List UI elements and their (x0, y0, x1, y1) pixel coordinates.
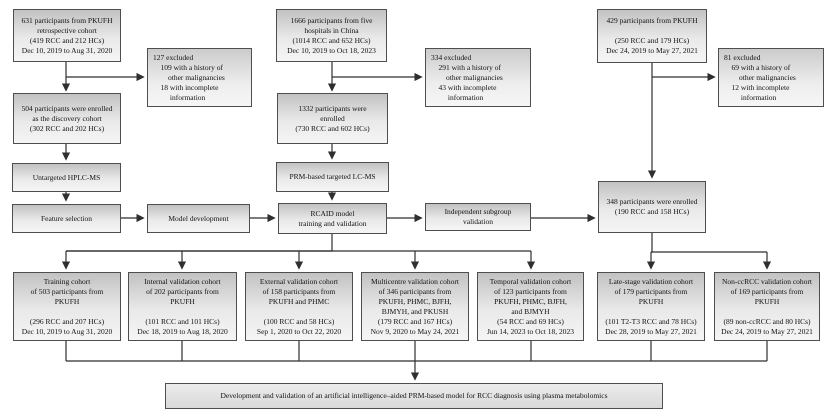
box-training-cohort: Training cohort of 503 participants from… (13, 272, 121, 341)
box-excluded-334: 334 excluded 291 with a history of other… (425, 48, 531, 107)
box-non-ccrcc-validation-cohort: Non-ccRCC validation cohort of 169 parti… (714, 272, 820, 341)
box-internal-validation-cohort: Internal validation cohort of 202 partic… (128, 272, 237, 341)
box-enrolled-504: 504 participants were enrolled as the di… (13, 93, 121, 144)
box-prm-targeted-lc-ms: PRM-based targeted LC-MS (276, 162, 389, 192)
box-enrolled-1332: 1332 participants were enrolled (730 RCC… (277, 93, 388, 144)
box-untargeted-hplc-ms: Untargeted HPLC-MS (12, 163, 121, 192)
box-cohort-429: 429 participants from PKUFH (250 RCC and… (597, 9, 707, 63)
box-excluded-127: 127 excluded 109 with a history of other… (147, 48, 252, 107)
box-feature-selection: Feature selection (12, 204, 121, 233)
box-external-validation-cohort: External validation cohort of 158 partic… (245, 272, 353, 341)
box-enrolled-348: 348 participants were enrolled (190 RCC … (598, 181, 706, 233)
box-multicentre-validation-cohort: Multicentre validation cohort of 346 par… (361, 272, 469, 341)
box-cohort-1666: 1666 participants from five hospitals in… (276, 9, 387, 62)
box-late-stage-validation-cohort: Late-stage validation cohort of 179 part… (597, 272, 705, 341)
box-excluded-81: 81 excluded 69 with a history of other m… (718, 48, 824, 107)
box-cohort-631: 631 participants from PKUFH retrospectiv… (13, 9, 121, 62)
footer-summary-bar: Development and validation of an artific… (165, 383, 663, 409)
box-model-development: Model development (147, 204, 250, 233)
box-independent-subgroup-validation: Independent subgroup validation (425, 203, 531, 231)
box-temporal-validation-cohort: Temporal validation cohort of 123 partic… (477, 272, 584, 341)
box-rcaid-model: RCAID model training and validation (278, 203, 387, 234)
